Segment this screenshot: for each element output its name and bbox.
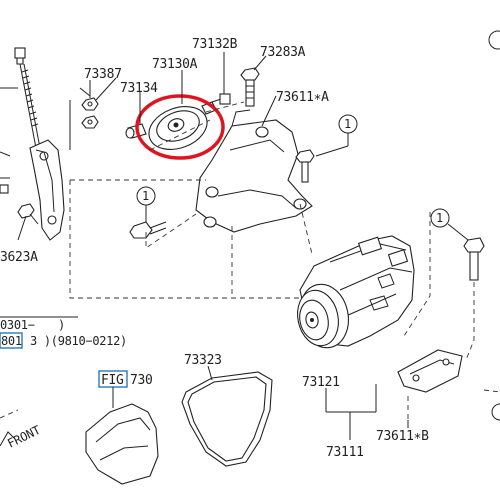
bolt-73623A (17, 203, 39, 241)
highlight-circle (135, 94, 225, 160)
note-line-2: 3 )(9810−0212) (30, 334, 127, 348)
front-label: FRONT (5, 423, 42, 451)
dashed-leaders (0, 101, 500, 420)
svg-text:1: 1 (142, 189, 149, 203)
label-73387: 73387 (84, 67, 122, 82)
label-73121: 73121 (302, 375, 340, 390)
fig-ref-number: 730 (130, 373, 153, 388)
bolt-right (463, 237, 485, 281)
callout-1-right: 1 (430, 208, 469, 241)
bolt-73611A (295, 149, 315, 183)
small-bolt-left (0, 177, 10, 194)
rod-bolt (14, 47, 41, 149)
label-73130A: 73130A (152, 57, 198, 72)
label-leaders (79, 52, 409, 440)
left-bracket (29, 139, 65, 241)
belt-cover (85, 403, 159, 485)
mounting-bracket (195, 109, 313, 233)
compressor-clutch (297, 283, 349, 349)
callout-1-mid: 1 (136, 186, 156, 222)
label-73132B: 73132B (192, 37, 238, 52)
svg-text:1: 1 (344, 117, 351, 131)
nuts-73387 (81, 80, 99, 129)
bracket-73611B (397, 349, 463, 393)
label-73611B: 73611∗B (376, 429, 429, 444)
note-box-code: 801 (1, 334, 22, 348)
label-73623A: 3623A (0, 250, 38, 265)
callout-1-corner (488, 30, 500, 50)
label-73283A: 73283A (260, 45, 306, 60)
label-73611A: 73611∗A (276, 90, 329, 105)
idler-pulley (148, 106, 208, 150)
label-73134: 73134 (120, 81, 158, 96)
bolt-73283A (240, 67, 260, 107)
label-73111: 73111 (326, 445, 364, 460)
callout-1-top: 1 (315, 114, 358, 157)
fig-ref-box[interactable]: FIG (101, 373, 124, 388)
bolt-mid (129, 221, 167, 239)
label-73323: 73323 (184, 353, 222, 368)
fig-reference[interactable]: FIG 730 (98, 370, 153, 408)
note-line-1: 0301− ) (0, 318, 65, 332)
callout-partial-right (491, 403, 500, 421)
svg-text:1: 1 (436, 211, 443, 225)
v-belt-73323 (181, 371, 273, 467)
applicability-note: 0301− ) 801 3 )(9810−0212) (0, 316, 127, 349)
front-indicator: FRONT (0, 423, 43, 451)
